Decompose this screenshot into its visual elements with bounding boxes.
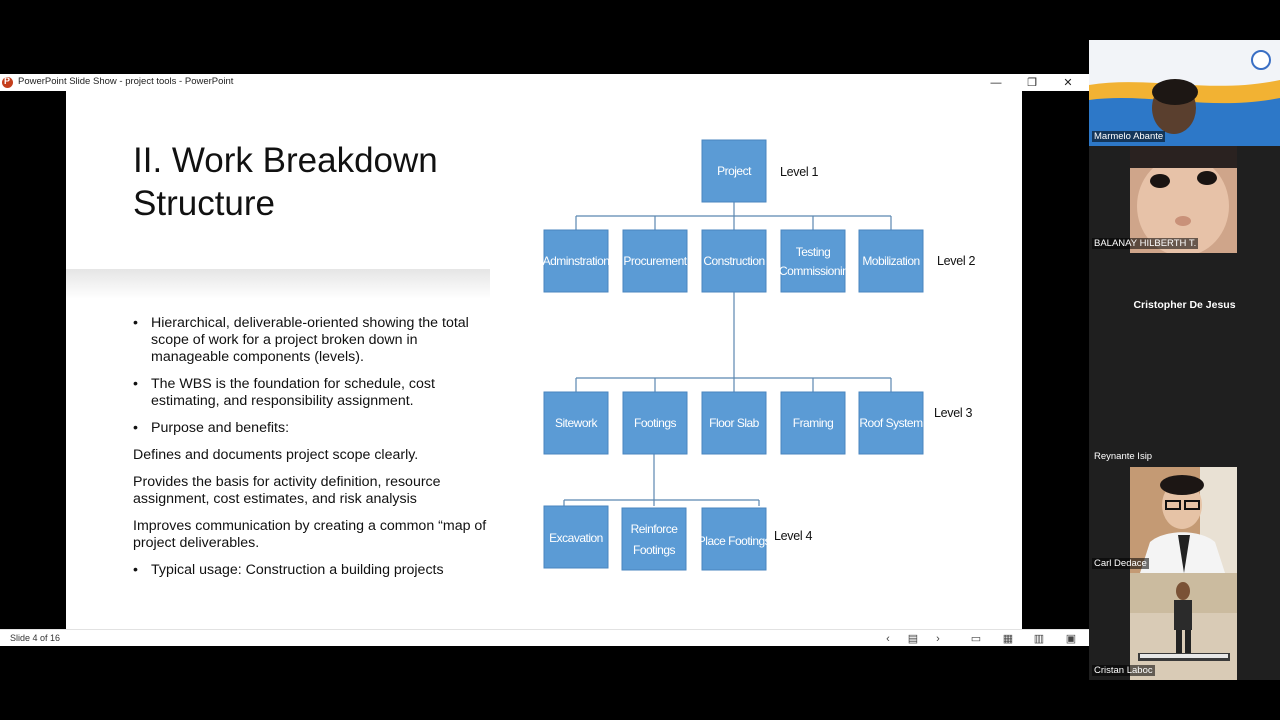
participant-name: Cristan Laboc (1092, 665, 1155, 676)
bullet-item: Purpose and benefits: (133, 420, 493, 437)
slide-title-line1: II. Work Breakdown (133, 141, 438, 180)
wbs-node-construction (701, 229, 767, 293)
title-divider-shadow (66, 269, 490, 299)
close-button[interactable]: ✕ (1063, 77, 1073, 89)
wbs-node-label: Adminstration (543, 254, 610, 268)
slide-title: II. Work Breakdown Structure (133, 139, 513, 225)
slide-counter: Slide 4 of 16 (10, 633, 61, 643)
wbs-node-place-footings (701, 507, 767, 571)
wbs-node-testing-commissioning (780, 229, 846, 293)
wbs-node-label: Procurement (623, 254, 687, 268)
wbs-node-sitework (543, 391, 609, 455)
wbs-node-label: Testing (796, 245, 831, 259)
wbs-node-mobilization (858, 229, 924, 293)
participant-video (1130, 467, 1237, 573)
wbs-diagram: Project Level 1 Adminstration Procuremen… (543, 139, 976, 571)
bullet-item: Typical usage: Construction a building p… (133, 562, 493, 579)
video-frame (1130, 146, 1237, 253)
level-label: Level 1 (780, 165, 819, 179)
participant-tile[interactable]: Carl Dedace (1089, 467, 1280, 573)
slide[interactable]: II. Work Breakdown Structure Hierarchica… (66, 91, 1022, 629)
slide-title-line2: Structure (133, 184, 275, 223)
wbs-node-procurement (622, 229, 688, 293)
restore-button[interactable]: ❐ (1027, 77, 1037, 89)
paragraph: Defines and documents project scope clea… (133, 447, 419, 463)
participant-tile[interactable]: Marmelo Abante (1089, 40, 1280, 146)
wbs-node-label: Project (717, 164, 752, 178)
participant-video (1089, 40, 1280, 146)
wbs-node-label: Mobilization (862, 254, 919, 268)
participant-video (1130, 573, 1237, 680)
slide-sorter-icon[interactable]: ▦ (1002, 633, 1014, 645)
participant-video (1130, 146, 1237, 253)
participant-tile[interactable]: BALANAY HILBERTH T. (1089, 146, 1280, 253)
next-slide-icon[interactable]: › (936, 632, 940, 645)
reading-view-icon[interactable]: ▥ (1033, 633, 1045, 645)
participant-name: BALANAY HILBERTH T. (1092, 238, 1199, 249)
minimize-button[interactable]: — (990, 76, 1002, 89)
wbs-node-label: Sitework (555, 416, 599, 430)
participant-name: Carl Dedace (1092, 558, 1149, 569)
wbs-node-reinforce-footings (621, 507, 687, 571)
notes-icon[interactable]: ▤ (907, 633, 919, 645)
previous-slide-icon[interactable]: ‹ (886, 632, 890, 645)
wbs-node-project (701, 139, 767, 203)
video-frame (1130, 467, 1237, 573)
wbs-node-administration (543, 229, 609, 293)
window-title: PowerPoint Slide Show - project tools - … (18, 76, 234, 87)
normal-view-icon[interactable]: ▭ (970, 633, 982, 645)
bullet-item: The WBS is the foundation for schedule, … (133, 376, 493, 410)
video-frame (1089, 40, 1280, 146)
participant-name: Reynante Isip (1094, 451, 1153, 462)
level-label: Level 2 (937, 254, 976, 268)
slide-body-text: Hierarchical, deliverable-oriented showi… (133, 315, 493, 589)
participant-tile[interactable]: Cristopher De Jesus (1089, 253, 1280, 360)
paragraph: Improves communication by creating a com… (133, 518, 487, 551)
slideshow-view-icon[interactable]: ▣ (1065, 633, 1077, 645)
wbs-node-label: Reinforce (631, 522, 679, 536)
powerpoint-app-icon (2, 76, 13, 88)
bullet-item: Hierarchical, deliverable-oriented showi… (133, 315, 493, 366)
participant-tile[interactable]: Reynante Isip (1089, 360, 1280, 467)
wbs-node-label: Floor Slab (709, 416, 760, 430)
wbs-node-label: &Commissioning (771, 264, 854, 278)
participant-tile[interactable]: Cristan Laboc (1089, 573, 1280, 680)
wbs-node-floor-slab (701, 391, 767, 455)
wbs-node-label: Footings (634, 416, 677, 430)
video-frame (1130, 573, 1237, 680)
wbs-node-label: Roof System (859, 416, 923, 430)
participant-name: Cristopher De Jesus (1133, 299, 1236, 311)
wbs-node-label: Place Footings (698, 534, 771, 548)
level-label: Level 3 (934, 406, 973, 420)
participant-name: Marmelo Abante (1092, 131, 1166, 142)
wbs-node-label: Framing (793, 416, 834, 430)
paragraph: Provides the basis for activity definiti… (133, 474, 441, 507)
wbs-node-label: Excavation (549, 531, 603, 545)
wbs-node-framing (780, 391, 846, 455)
wbs-node-excavation (543, 505, 609, 569)
wbs-node-label: Construction (703, 254, 764, 268)
powerpoint-titlebar: PowerPoint Slide Show - project tools - … (0, 74, 1089, 91)
slideshow-statusbar: Slide 4 of 16 ‹ ▤ › ▭ ▦ ▥ ▣ (0, 629, 1089, 646)
level-label: Level 4 (774, 529, 813, 543)
wbs-node-footings (622, 391, 688, 455)
wbs-node-roof-system (858, 391, 924, 455)
wbs-node-label: Footings (633, 543, 676, 557)
